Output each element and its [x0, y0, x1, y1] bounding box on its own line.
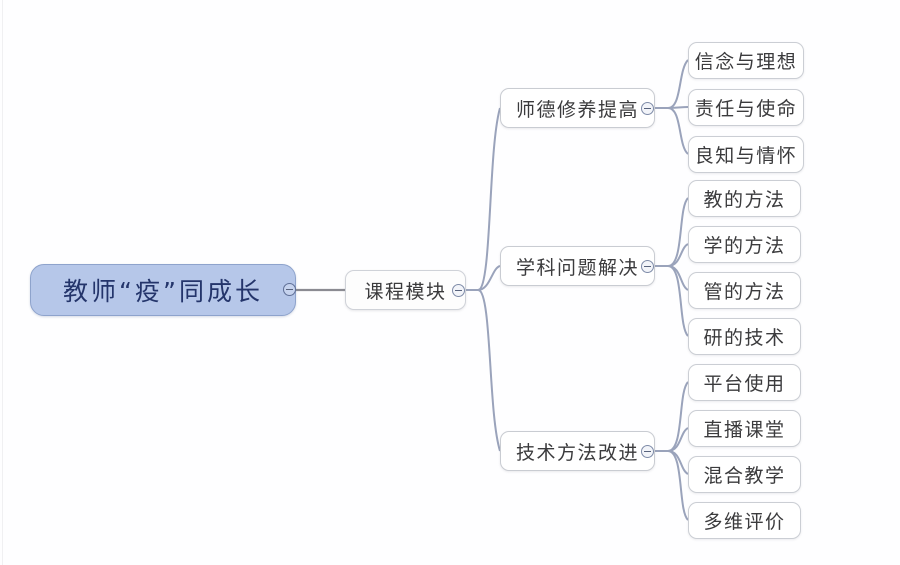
- connector-branch-2-to-leaf-1: [667, 197, 689, 267]
- connector-branch-3-to-leaf-4: [667, 450, 689, 521]
- leaf-node-1-3-label: 良知与情怀: [694, 145, 798, 167]
- root-collapse-toggle[interactable]: [283, 283, 296, 296]
- leaf-node-1-2-label: 责任与使命: [694, 98, 798, 120]
- root-node[interactable]: 教师“疫”同成长: [30, 264, 296, 316]
- module-node[interactable]: 课程模块: [345, 270, 466, 310]
- module-node-label: 课程模块: [364, 280, 447, 303]
- connector-branch-2-to-leaf-3: [667, 265, 689, 291]
- connector-branch-2-to-leaf-4: [667, 265, 689, 337]
- connector-branch-1-to-leaf-2: [667, 106, 689, 109]
- leaf-node-3-4[interactable]: 多维评价: [688, 502, 801, 539]
- connector-branch-3-to-leaf-3: [667, 450, 689, 475]
- connector-branch-2-to-leaf-2: [667, 243, 689, 267]
- leaf-node-3-3[interactable]: 混合教学: [688, 456, 801, 493]
- leaf-node-3-4-label: 多维评价: [703, 511, 786, 533]
- leaf-node-1-2[interactable]: 责任与使命: [688, 89, 804, 126]
- leaf-node-1-3[interactable]: 良知与情怀: [688, 136, 804, 173]
- leaf-node-3-2-label: 直播课堂: [703, 419, 786, 441]
- leaf-node-2-4-label: 研的技术: [703, 327, 786, 349]
- leaf-node-3-1[interactable]: 平台使用: [688, 364, 801, 401]
- branch-3-collapse-toggle[interactable]: [641, 445, 654, 458]
- connector-module-to-branch-2: [477, 265, 501, 291]
- branch-node-2-label: 学科问题解决: [515, 256, 639, 279]
- canvas-left-edge-line: [2, 0, 3, 565]
- leaf-node-3-1-label: 平台使用: [703, 373, 786, 395]
- leaf-node-2-3-label: 管的方法: [703, 281, 786, 303]
- leaf-node-2-3[interactable]: 管的方法: [688, 272, 801, 309]
- leaf-node-2-2[interactable]: 学的方法: [688, 226, 801, 263]
- branch-2-collapse-toggle[interactable]: [641, 260, 654, 273]
- leaf-node-2-1-label: 教的方法: [703, 189, 786, 211]
- connector-branch-1-to-leaf-1: [667, 59, 689, 109]
- leaf-node-1-1-label: 信念与理想: [694, 51, 798, 73]
- branch-node-3-label: 技术方法改进: [515, 441, 639, 464]
- branch-node-3[interactable]: 技术方法改进: [500, 431, 655, 471]
- branch-node-2[interactable]: 学科问题解决: [500, 246, 655, 286]
- branch-node-1[interactable]: 师德修养提高: [500, 88, 655, 128]
- connector-module-to-branch-1: [477, 107, 501, 291]
- connector-module-to-branch-3: [477, 289, 501, 452]
- leaf-node-2-1[interactable]: 教的方法: [688, 180, 801, 217]
- connector-branch-3-to-leaf-1: [667, 381, 689, 452]
- branch-1-collapse-toggle[interactable]: [641, 102, 654, 115]
- module-collapse-toggle[interactable]: [452, 284, 465, 297]
- root-node-label: 教师“疫”同成长: [63, 277, 263, 306]
- leaf-node-3-3-label: 混合教学: [703, 465, 786, 487]
- leaf-node-3-2[interactable]: 直播课堂: [688, 410, 801, 447]
- leaf-node-2-2-label: 学的方法: [703, 235, 786, 257]
- leaf-node-2-4[interactable]: 研的技术: [688, 318, 801, 355]
- leaf-node-1-1[interactable]: 信念与理想: [688, 42, 804, 79]
- branch-node-1-label: 师德修养提高: [515, 98, 639, 121]
- connector-branch-1-to-leaf-3: [667, 107, 689, 155]
- connector-branch-3-to-leaf-2: [667, 427, 689, 452]
